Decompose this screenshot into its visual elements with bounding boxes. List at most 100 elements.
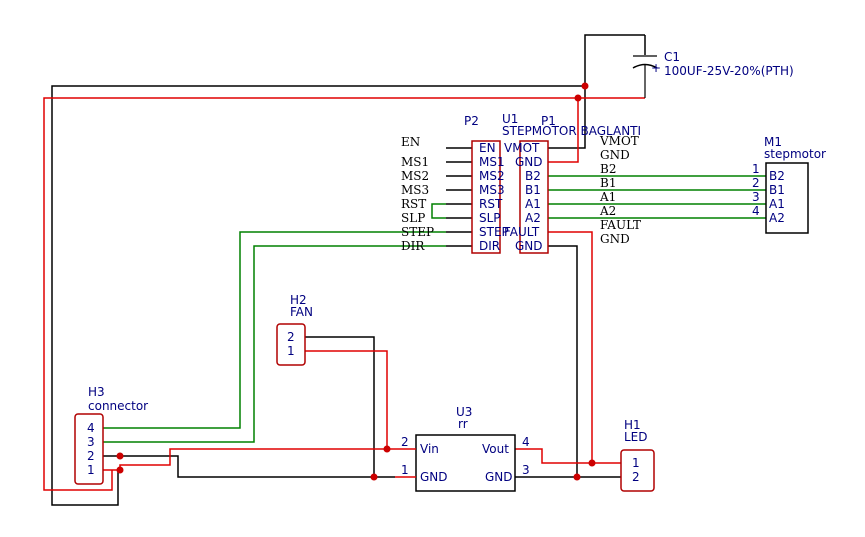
u3-ref: U3 xyxy=(456,405,472,419)
net-label: A2 xyxy=(599,204,616,218)
p1-pin-label: B2 xyxy=(525,169,541,183)
u3-pin-number: 3 xyxy=(522,463,530,477)
u1-ref: U1 xyxy=(502,112,518,126)
green-wires xyxy=(103,175,766,443)
h1-ref: H1 xyxy=(624,418,641,432)
wire-dir xyxy=(103,245,446,443)
fan-header-h2[interactable]: H2 FAN 2 1 xyxy=(276,293,313,366)
p2-pin-label: MS1 xyxy=(479,155,505,169)
junction-dot xyxy=(383,445,391,453)
h3-body xyxy=(74,413,104,485)
m1-pin-number: 3 xyxy=(752,190,760,204)
p1-ref: P1 xyxy=(541,114,556,128)
net-label: GND xyxy=(600,148,630,162)
wire-h2-pin1 xyxy=(305,350,395,450)
u3-pin-name: GND xyxy=(485,470,513,484)
h1-body xyxy=(620,449,655,492)
header-p1[interactable]: P1 VMOT GND B2 B1 A1 A2 FAULT GND xyxy=(504,114,556,254)
u1-value: STEPMOTOR BAGLANTI xyxy=(502,124,641,138)
u3-body xyxy=(415,434,516,492)
u3-pin-name: GND xyxy=(420,470,448,484)
h3-pin-label: 3 xyxy=(87,435,95,449)
p1-pin-label: FAULT xyxy=(504,225,540,239)
h1-pin-label: 2 xyxy=(632,470,640,484)
c1-plus-sign: + xyxy=(651,61,661,75)
p2-pin-label: SLP xyxy=(479,211,501,225)
p2-pin-label: MS2 xyxy=(479,169,505,183)
m1-pin-number: 1 xyxy=(752,162,760,176)
p2-pin-label: MS3 xyxy=(479,183,505,197)
h2-pin-label: 2 xyxy=(287,330,295,344)
net-label: RST xyxy=(401,197,426,211)
net-label: MS2 xyxy=(401,169,429,183)
m1-body xyxy=(765,162,809,234)
wire-h3-pin1 xyxy=(103,448,387,471)
net-label: VMOT xyxy=(599,134,639,148)
wire-fault xyxy=(548,231,593,463)
junction-dot xyxy=(574,94,582,102)
wire-p1-gnd xyxy=(548,245,578,477)
p2-pin-label: STEP xyxy=(479,225,509,239)
net-label: MS3 xyxy=(401,183,429,197)
p2-pin-label: RST xyxy=(479,197,503,211)
u3-pin-number: 1 xyxy=(401,463,409,477)
junction-dot xyxy=(573,473,581,481)
m1-ref: M1 xyxy=(764,135,782,149)
m1-pin-name: A1 xyxy=(769,197,785,211)
h3-pin-label: 2 xyxy=(87,449,95,463)
m1-pin-name: B2 xyxy=(769,169,785,183)
u1-label-group: U1 STEPMOTOR BAGLANTI xyxy=(502,112,641,138)
wire-vmot-p1 xyxy=(548,86,586,149)
m1-pin-number: 2 xyxy=(752,176,760,190)
u3-pin-number: 4 xyxy=(522,435,530,449)
u3-pin-name: Vout xyxy=(482,442,509,456)
capacitor-c1[interactable]: + C1 100UF-25V-20%(PTH) xyxy=(632,50,794,98)
net-label: MS1 xyxy=(401,155,429,169)
h3-pin-label: 4 xyxy=(87,421,95,435)
header-p2[interactable]: P2 EN MS1 MS2 MS3 RST SLP STEP DIR xyxy=(464,114,509,254)
junction-dot xyxy=(370,473,378,481)
p1-body xyxy=(519,140,549,254)
regulator-u3[interactable]: U3 rr 2 1 Vin GND 4 3 Vout GND xyxy=(395,405,530,492)
junction-dot xyxy=(116,466,124,474)
left-net-labels: EN MS1 MS2 MS3 RST SLP STEP DIR xyxy=(401,135,434,253)
h1-value: LED xyxy=(624,430,648,444)
wire-u3-vout xyxy=(515,448,621,464)
h2-body xyxy=(276,323,306,366)
p2-body xyxy=(471,140,501,254)
wire-gnd-loop xyxy=(51,34,645,506)
p1-pin-label: VMOT xyxy=(504,141,540,155)
p1-pin-label: GND xyxy=(515,239,543,253)
u3-value: rr xyxy=(458,417,468,431)
net-label: FAULT xyxy=(600,218,641,232)
net-label: GND xyxy=(600,232,630,246)
junctions xyxy=(116,82,596,481)
p2-ref: P2 xyxy=(464,114,479,128)
net-label: B1 xyxy=(600,176,616,190)
junction-dot xyxy=(581,82,589,90)
wire-rst-slp xyxy=(431,203,446,219)
p2-pin-label: EN xyxy=(479,141,496,155)
wire-step xyxy=(103,231,446,429)
p1-pin-label: GND xyxy=(515,155,543,169)
h1-pin-label: 1 xyxy=(632,456,640,470)
right-net-labels: VMOT GND B2 B1 A1 A2 FAULT GND xyxy=(599,134,641,246)
h3-ref: H3 xyxy=(88,385,105,399)
m1-pin-number: 4 xyxy=(752,204,760,218)
net-label: DIR xyxy=(401,239,425,253)
red-wires xyxy=(43,97,645,491)
led-header-h1[interactable]: H1 LED 1 2 xyxy=(620,418,655,492)
c1-value: 100UF-25V-20%(PTH) xyxy=(664,64,794,78)
stepmotor-m1[interactable]: M1 stepmotor 1 2 3 4 B2 B1 A1 A2 xyxy=(752,135,826,234)
p2-pin-label: DIR xyxy=(479,239,500,253)
connector-h3[interactable]: H3 connector 4 3 2 1 xyxy=(74,385,148,485)
u3-pin-name: Vin xyxy=(420,442,439,456)
wire-vcc-loop xyxy=(43,97,645,491)
wire-p1-gnd-red xyxy=(548,98,579,163)
h2-value: FAN xyxy=(290,305,313,319)
net-label: SLP xyxy=(401,211,425,225)
c1-ref: C1 xyxy=(664,50,680,64)
junction-dot xyxy=(116,452,124,460)
h2-pin-label: 1 xyxy=(287,344,295,358)
